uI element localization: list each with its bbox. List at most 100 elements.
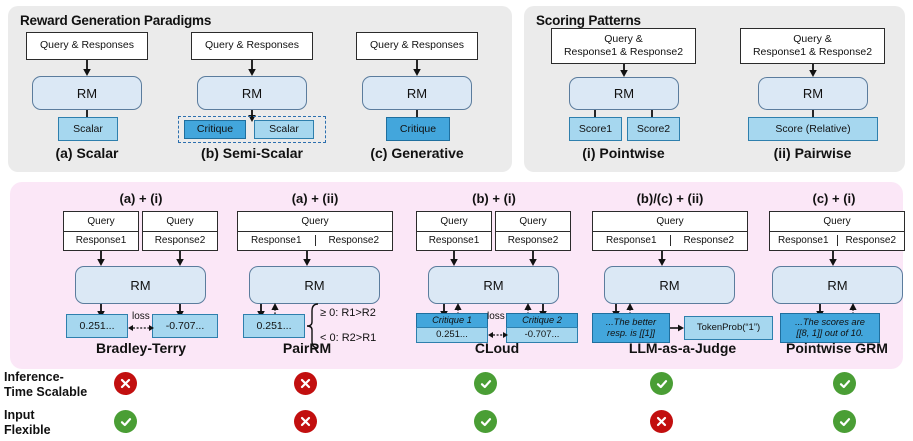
response1-cell: Response1 (777, 235, 829, 247)
query-cell: Query (417, 212, 491, 232)
output-box-score-relative: Score (Relative) (748, 117, 878, 141)
judgement-box-llm: ...The better resp. is [[1]] (592, 313, 670, 343)
caption-a-scalar: (a) Scalar (55, 145, 119, 161)
row-label-line-2: Time Scalable (4, 385, 88, 400)
row-label-line-1: Inference- (4, 370, 64, 384)
response2-cell: Response2 (507, 235, 559, 247)
arrow-cloud-in2 (529, 251, 537, 266)
status-badge-check (474, 410, 497, 433)
arrow-c-1 (413, 60, 421, 76)
response1-cell: Response1 (250, 235, 302, 247)
status-badge-check (650, 372, 673, 395)
panel-title-reward-generation: Reward Generation Paradigms (20, 13, 212, 28)
status-badge-check (833, 372, 856, 395)
status-badge-check (114, 410, 137, 433)
arrow-llm-tokenprob (670, 324, 684, 332)
status-badge-check (474, 372, 497, 395)
response1-cell: Response1 (605, 235, 657, 247)
response1-cell: Response1 (75, 235, 127, 247)
query-cell: Query (64, 212, 138, 232)
arrow-a-1 (83, 60, 91, 76)
input-line-1: Query & (793, 32, 832, 45)
loss-label-cloud: loss (487, 311, 505, 322)
critique-box-cloud-1: Critique 1 (416, 313, 488, 328)
rm-box-llm-judge: RM (604, 266, 735, 304)
arrow-grm-in (829, 251, 837, 266)
rule-pairrm-2: < 0: R2>R1 (320, 332, 377, 344)
input-line-2: Response1 & Response2 (563, 46, 684, 58)
caption-i-pointwise: (i) Pointwise (582, 145, 665, 161)
input-box-query-responses-i: Query & Response1 & Response2 (551, 28, 696, 64)
input-stack-llm-judge: Query Response1 Response2 (592, 211, 748, 251)
rm-box-bradley-terry: RM (75, 266, 206, 304)
input-box-query-responses-c: Query & Responses (356, 32, 478, 60)
score-box-bt-1: 0.251... (66, 314, 128, 338)
caption-pairrm: PairRM (282, 340, 332, 356)
arrow-bt-in2 (176, 251, 184, 266)
combo-label-bradley-terry: (a) + (i) (119, 191, 163, 206)
input-box-query-responses-ii: Query & Response1 & Response2 (740, 28, 885, 64)
scores-line-1: ...The scores are (795, 316, 865, 327)
caption-bradley-terry: Bradley-Terry (95, 340, 186, 356)
rm-box-pointwise-grm: RM (772, 266, 903, 304)
caption-c-generative: (c) Generative (370, 145, 464, 161)
output-box-scalar-b: Scalar (254, 120, 314, 139)
rule-pairrm-1: ≥ 0: R1>R2 (320, 307, 376, 319)
row-label-inference-time-scalable: Inference- Time Scalable (4, 370, 87, 401)
caption-ii-pairwise: (ii) Pairwise (773, 145, 852, 161)
output-box-scalar-a: Scalar (58, 117, 118, 141)
input-line-2: Response1 & Response2 (752, 46, 873, 58)
arrow-ii-1 (809, 64, 817, 77)
input-stack-cloud-right: Query Response2 (495, 211, 571, 251)
status-badge-cross (114, 372, 137, 395)
critique-box-cloud-2: Critique 2 (506, 313, 578, 328)
input-stack-pointwise-grm: Query Response1 Response2 (769, 211, 905, 251)
brace-pairrm (306, 303, 319, 349)
caption-b-semi-scalar: (b) Semi-Scalar (201, 145, 303, 161)
arrow-bt-loss (128, 325, 154, 331)
output-box-score1: Score1 (569, 117, 622, 141)
query-cell: Query (593, 212, 747, 232)
arrow-bt-in1 (97, 251, 105, 266)
arrow-pairrm-in (303, 251, 311, 266)
status-badge-check (833, 410, 856, 433)
caption-pointwise-grm: Pointwise GRM (786, 340, 888, 356)
output-box-score2: Score2 (627, 117, 680, 141)
response2-cell: Response2 (314, 235, 393, 247)
tokenprob-box-llm: TokenProb(“1”) (684, 316, 773, 340)
response2-cell: Response2 (836, 235, 905, 247)
rm-box-ii: RM (758, 77, 868, 110)
arrow-b-1 (248, 60, 256, 76)
input-box-query-responses-b: Query & Responses (191, 32, 313, 60)
row-label-line-1: Input (4, 408, 35, 422)
row-label-input-flexible: Input Flexible (4, 408, 51, 439)
output-box-critique-b: Critique (184, 120, 246, 139)
response2-cell: Response2 (154, 235, 206, 247)
score-box-pairrm: 0.251... (243, 314, 305, 338)
semi-scalar-group-outline (178, 116, 326, 143)
rm-box-c: RM (362, 76, 472, 110)
scores-box-grm: ...The scores are [[8, 1]] out of 10. (780, 313, 880, 343)
status-badge-cross (294, 372, 317, 395)
arrow-i-1 (620, 64, 628, 77)
input-stack-cloud-left: Query Response1 (416, 211, 492, 251)
caption-cloud: CLoud (474, 340, 520, 356)
row-label-line-2: Flexible (4, 423, 51, 438)
combo-label-pointwise-grm: (c) + (i) (812, 191, 856, 206)
output-box-critique-c: Critique (386, 117, 450, 141)
arrow-llm-in (658, 251, 666, 266)
score-box-cloud-1: 0.251... (416, 327, 488, 343)
rm-box-i: RM (569, 77, 679, 110)
query-cell: Query (143, 212, 217, 232)
input-line-1: Query & (604, 32, 643, 45)
scores-line-2: [[8, 1]] out of 10. (796, 328, 864, 338)
input-box-query-responses-a: Query & Responses (26, 32, 148, 60)
judgement-line-1: ...The better (605, 316, 657, 327)
rm-box-b: RM (197, 76, 307, 110)
caption-llm-judge: LLM-as-a-Judge (628, 340, 737, 356)
query-cell: Query (770, 212, 904, 232)
status-badge-cross (650, 410, 673, 433)
arrow-cloud-in1 (450, 251, 458, 266)
combo-label-llm-judge: (b)/(c) + (ii) (636, 191, 704, 206)
rm-box-a: RM (32, 76, 142, 110)
